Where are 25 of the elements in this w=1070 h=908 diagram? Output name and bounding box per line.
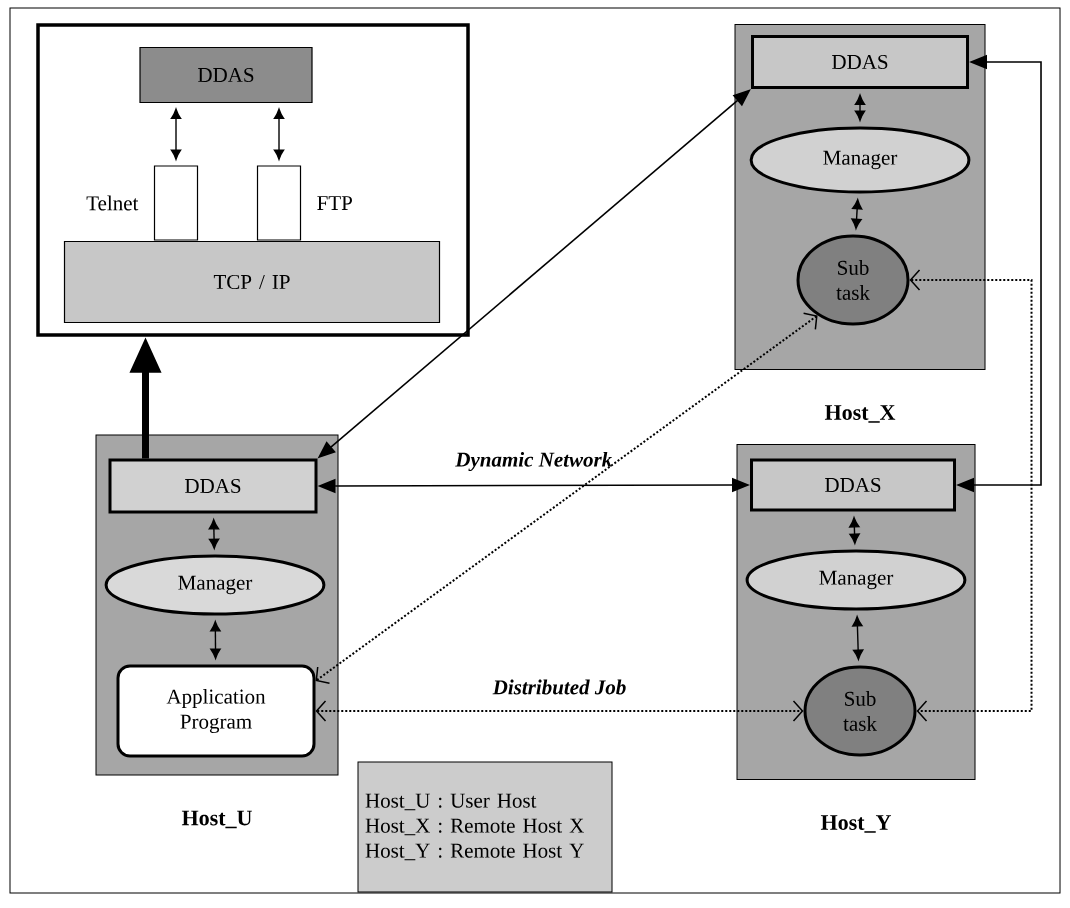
dotted-arrow: [315, 700, 804, 722]
host-label: Host_X: [824, 405, 896, 423]
process-box: DDAS: [751, 35, 969, 89]
host-label: Host_U: [181, 810, 252, 829]
arrow: [852, 616, 864, 660]
arrow: [208, 519, 220, 549]
key-box: Host_U : User Host Host_X : Remote Host X Host_Y : Remote Host Y: [357, 761, 613, 893]
process-box: DDAS: [108, 458, 318, 514]
port-label: FTP: [317, 196, 352, 210]
arrow: [854, 94, 866, 121]
program-box: Application Program: [116, 664, 316, 758]
edge-label: Dynamic Network: [453, 449, 615, 474]
host-label: Host_Y: [820, 815, 892, 833]
edge-label: Distributed Job: [490, 677, 629, 697]
arrow: [170, 108, 182, 160]
port-label: Telnet: [86, 195, 139, 211]
arrow: [851, 199, 863, 230]
arrow: [210, 621, 221, 659]
dotted-arrow: [909, 269, 1033, 722]
process-box: DDAS: [750, 458, 956, 512]
layer-bar: TCP / IP: [63, 240, 441, 324]
arrow: [273, 108, 285, 160]
arrow: [849, 517, 860, 544]
dotted-arrow: [315, 312, 818, 684]
process-box: DDAS: [139, 46, 313, 104]
